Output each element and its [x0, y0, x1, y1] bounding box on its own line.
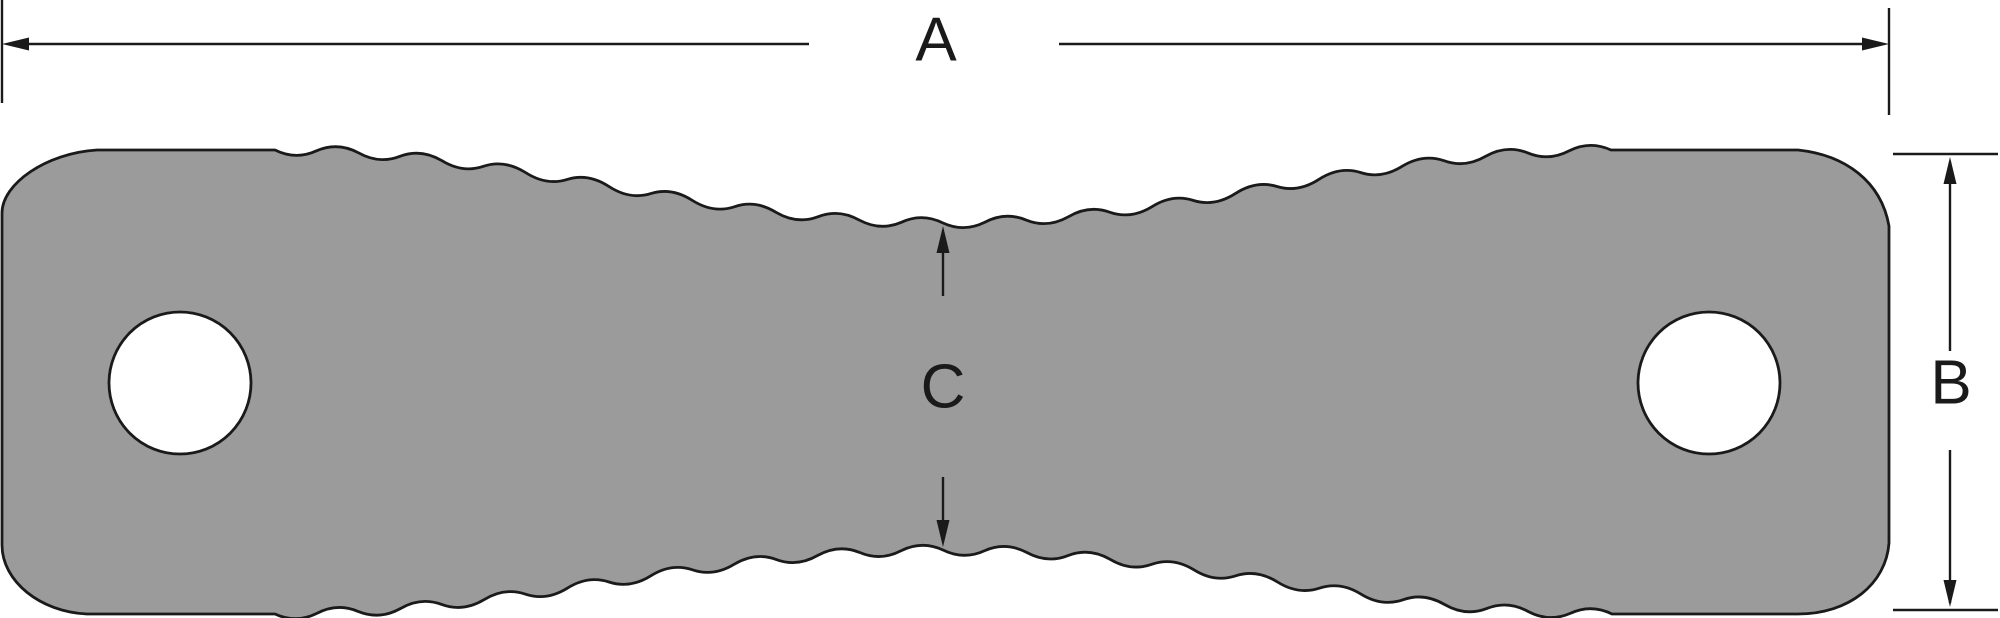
dim-c-arrowhead-down	[936, 520, 950, 547]
part-group	[0, 143, 1891, 618]
right-hole	[1636, 310, 1782, 456]
dim-b-arrowhead-bottom	[1943, 580, 1957, 607]
left-hole	[107, 310, 253, 456]
dim-a-label: A	[915, 6, 957, 75]
strap-plate-shape	[0, 143, 1891, 618]
dim-b-arrowhead-top	[1943, 157, 1957, 184]
dimension-a	[0, 0, 1891, 115]
dimension-b	[1893, 152, 1998, 612]
dim-a-arrowhead-left	[2, 37, 29, 51]
dimension-c	[936, 226, 950, 547]
dim-a-arrowhead-right	[1862, 37, 1889, 51]
dim-c-label: C	[921, 353, 966, 422]
dim-b-label: B	[1930, 349, 1971, 418]
dim-c-arrowhead-up	[936, 226, 950, 253]
